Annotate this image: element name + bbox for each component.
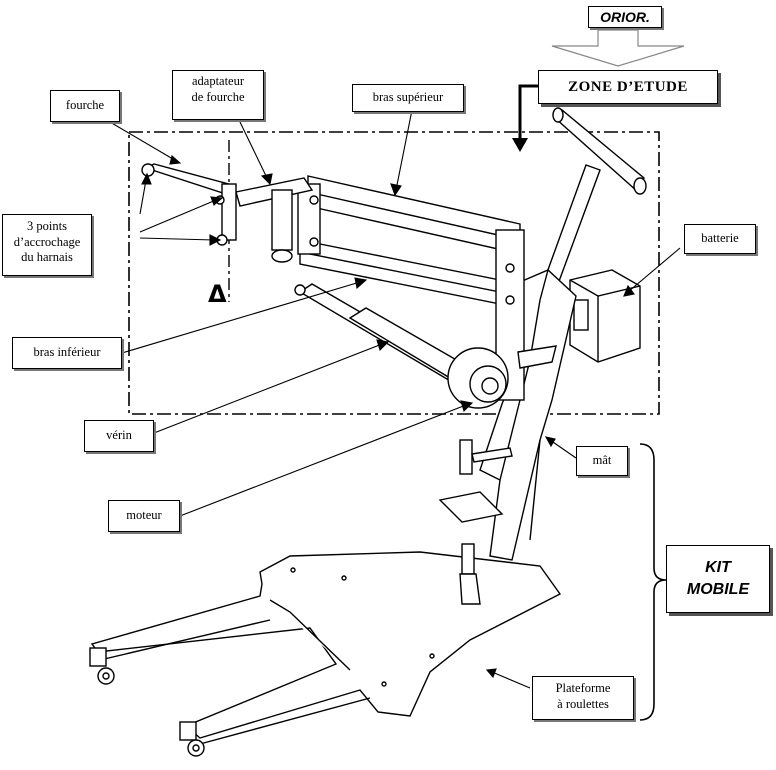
label-adaptateur-line2: de fourche — [191, 89, 245, 104]
upper-arm-shape — [297, 175, 525, 401]
label-mat: mât — [576, 446, 628, 476]
handle — [544, 107, 647, 285]
label-points-line2: d’accrochage — [13, 234, 81, 249]
label-plateforme: Plateforme à roulettes — [532, 676, 634, 720]
label-bras-inferieur-text: bras inférieur — [33, 345, 101, 360]
label-fourche: fourche — [50, 90, 120, 122]
leader-lines — [109, 109, 681, 689]
study-zone-frame — [128, 131, 660, 415]
label-verin: vérin — [84, 420, 154, 452]
label-fourche-text: fourche — [65, 98, 105, 113]
label-mat-text: mât — [592, 453, 612, 468]
label-bras-inferieur: bras inférieur — [12, 337, 122, 369]
orior-arrow — [551, 29, 685, 67]
kit-brace — [639, 443, 667, 721]
label-adaptateur-line1: adaptateur — [191, 74, 245, 88]
zone-title: ZONE D’ETUDE — [538, 70, 718, 104]
label-plateforme-line1: Plateforme — [555, 681, 611, 695]
label-points-line3: du harnais — [21, 250, 73, 265]
label-bras-superieur-text: bras supérieur — [372, 90, 444, 105]
kit-mobile-label: KIT MOBILE — [666, 545, 770, 613]
kit-line2: MOBILE — [686, 581, 750, 598]
label-batterie-text: batterie — [701, 231, 739, 246]
label-moteur: moteur — [108, 500, 180, 532]
label-points-accrochage: 3 points d’accrochage du harnais — [2, 214, 92, 276]
label-batterie: batterie — [684, 224, 756, 254]
foot-rests — [438, 439, 513, 605]
jack-shape — [294, 283, 461, 383]
fork-shape — [141, 163, 314, 263]
label-adaptateur: adaptateur de fourche — [172, 70, 264, 120]
zone-arrow — [512, 84, 538, 152]
battery — [569, 269, 641, 363]
label-points-line1: 3 points — [27, 219, 67, 233]
label-bras-superieur: bras supérieur — [352, 84, 464, 112]
label-moteur-text: moteur — [126, 508, 162, 523]
axis-symbol: Δ — [208, 280, 227, 308]
platform-shape — [90, 551, 562, 745]
label-plateforme-line2: à roulettes — [557, 696, 609, 711]
motor-shape — [447, 345, 557, 409]
wheels — [89, 647, 205, 757]
mast — [479, 269, 577, 561]
brand-label: ORIOR. — [588, 6, 662, 28]
label-verin-text: vérin — [106, 428, 132, 443]
kit-line1: KIT — [705, 559, 731, 577]
